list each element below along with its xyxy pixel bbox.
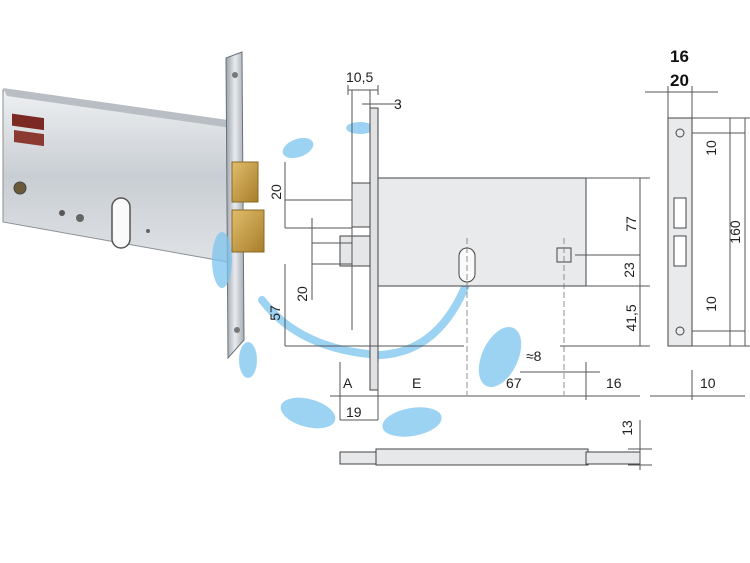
dim-13: 13 (619, 420, 635, 436)
faceplate-screw (234, 327, 240, 333)
dim-41-5: 41,5 (623, 304, 639, 331)
dim-67: 67 (506, 375, 522, 391)
side-screw-hole (675, 128, 685, 138)
dim-16: 16 (606, 375, 622, 391)
dim-20-lower: 20 (294, 286, 310, 302)
side-view-drawing (645, 86, 750, 400)
dim-side-bottom-10: 10 (700, 375, 716, 391)
dim-side-20: 20 (670, 71, 689, 90)
dim-77: 77 (623, 216, 639, 232)
dead-bolt (231, 209, 265, 253)
side-faceplate (667, 117, 693, 347)
dim-side-10-upper: 10 (703, 140, 719, 156)
dim-e: E (412, 375, 421, 391)
dim-side-16: 16 (670, 47, 689, 66)
faceplate-screw (232, 72, 238, 78)
label-sticker (14, 129, 44, 147)
screw (13, 181, 27, 195)
spindle-head (339, 451, 377, 465)
front-case (377, 177, 587, 287)
dimension-labels: 10,5 3 20 20 57 77 23 41,5 ≈8 A E 67 16 … (267, 47, 743, 436)
front-view-drawing (284, 85, 650, 421)
spindle-end (585, 451, 641, 465)
dim-23: 23 (621, 262, 637, 278)
dim-3: 3 (394, 96, 402, 112)
dim-a: A (343, 375, 353, 391)
side-latch-opening (673, 197, 687, 229)
hole (76, 214, 84, 222)
dim-19: 19 (346, 404, 362, 420)
dim-20-upper: 20 (268, 184, 284, 200)
faceplate (225, 51, 245, 360)
front-deadbolt (339, 235, 371, 267)
spindle-shaft (375, 448, 589, 466)
front-faceplate (369, 107, 379, 391)
lock-case-top-edge (3, 88, 232, 128)
dim-side-10-lower: 10 (703, 296, 719, 312)
side-screw-hole (675, 326, 685, 336)
label-sticker (12, 113, 44, 131)
dim-side-160: 160 (727, 220, 743, 244)
hole (146, 229, 150, 233)
side-bolt-opening (673, 235, 687, 267)
dim-8: ≈8 (526, 348, 542, 364)
cylinder-slot (111, 197, 131, 249)
lock-photo (2, 51, 265, 360)
dim-57: 57 (267, 305, 283, 321)
spindle-drawing (339, 420, 652, 470)
latch-bolt (231, 161, 259, 203)
hole (59, 210, 65, 216)
front-latch (351, 182, 371, 228)
dim-10-5: 10,5 (346, 69, 373, 85)
